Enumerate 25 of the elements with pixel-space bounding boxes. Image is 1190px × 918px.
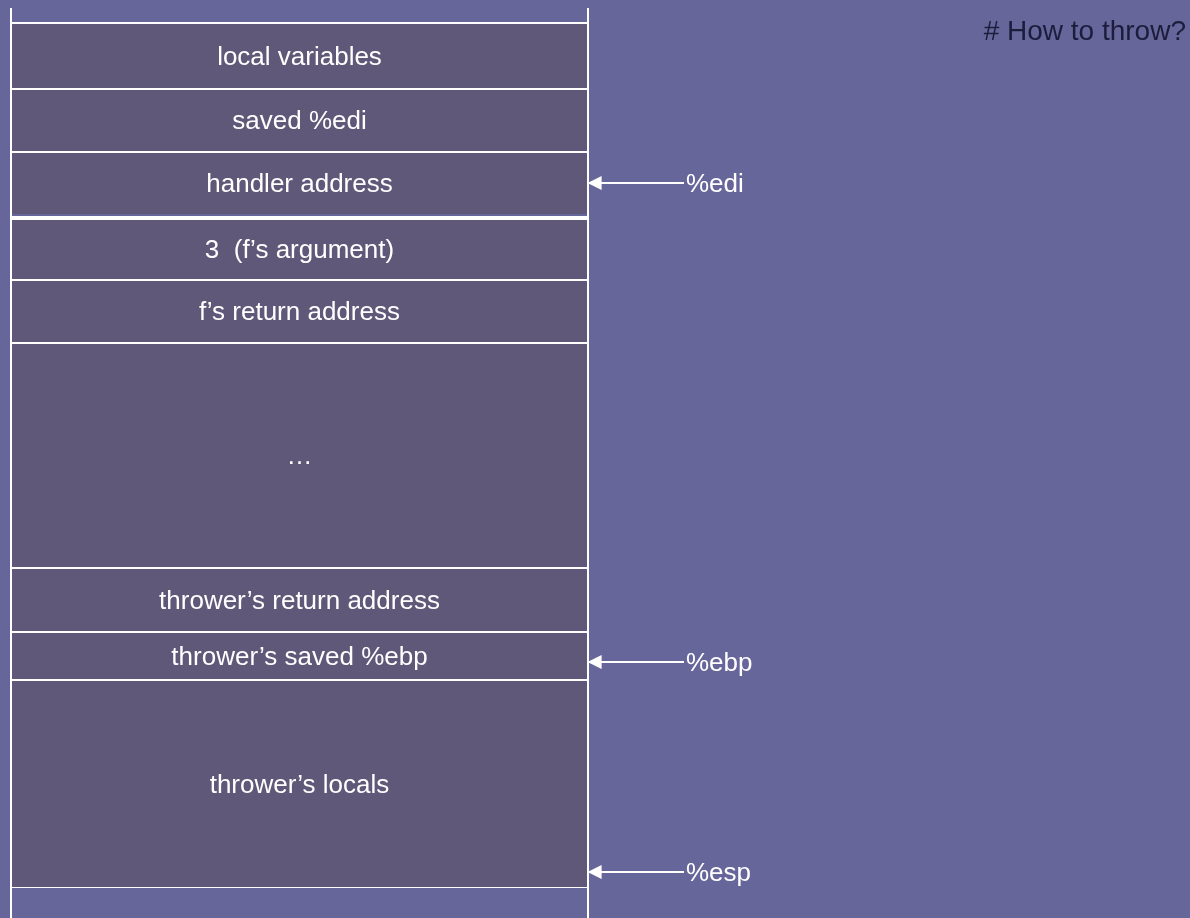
- register-label: %ebp: [686, 647, 753, 677]
- slot-label: thrower’s locals: [209, 768, 390, 800]
- stack-slot: [12, 151, 587, 214]
- stack-slot: [12, 679, 587, 887]
- slot-label: f’s return address: [199, 296, 400, 327]
- stack-slot: [12, 567, 587, 631]
- arrow: [587, 655, 685, 669]
- slot-label: local variables: [217, 40, 382, 72]
- stack-slot: [12, 342, 587, 567]
- slot-label: saved %edi: [232, 105, 367, 136]
- slide-title: # How to throw?: [983, 15, 1186, 47]
- slot-label: handler address: [206, 168, 393, 199]
- stack-slot: [12, 216, 587, 279]
- stack-slot: [12, 279, 587, 342]
- register-label: %edi: [686, 168, 744, 198]
- stack-slot: [12, 88, 587, 151]
- slot-label: thrower’s return address: [159, 584, 440, 616]
- arrow: [587, 176, 685, 190]
- slot-label: …: [286, 440, 313, 471]
- stack-slot: [12, 22, 587, 88]
- stack-slot: [12, 631, 587, 679]
- slot-label: thrower’s saved %ebp: [171, 640, 428, 672]
- slot-label: 3 (f’s argument): [204, 234, 395, 265]
- arrow: [587, 865, 685, 879]
- register-label: %esp: [686, 857, 752, 887]
